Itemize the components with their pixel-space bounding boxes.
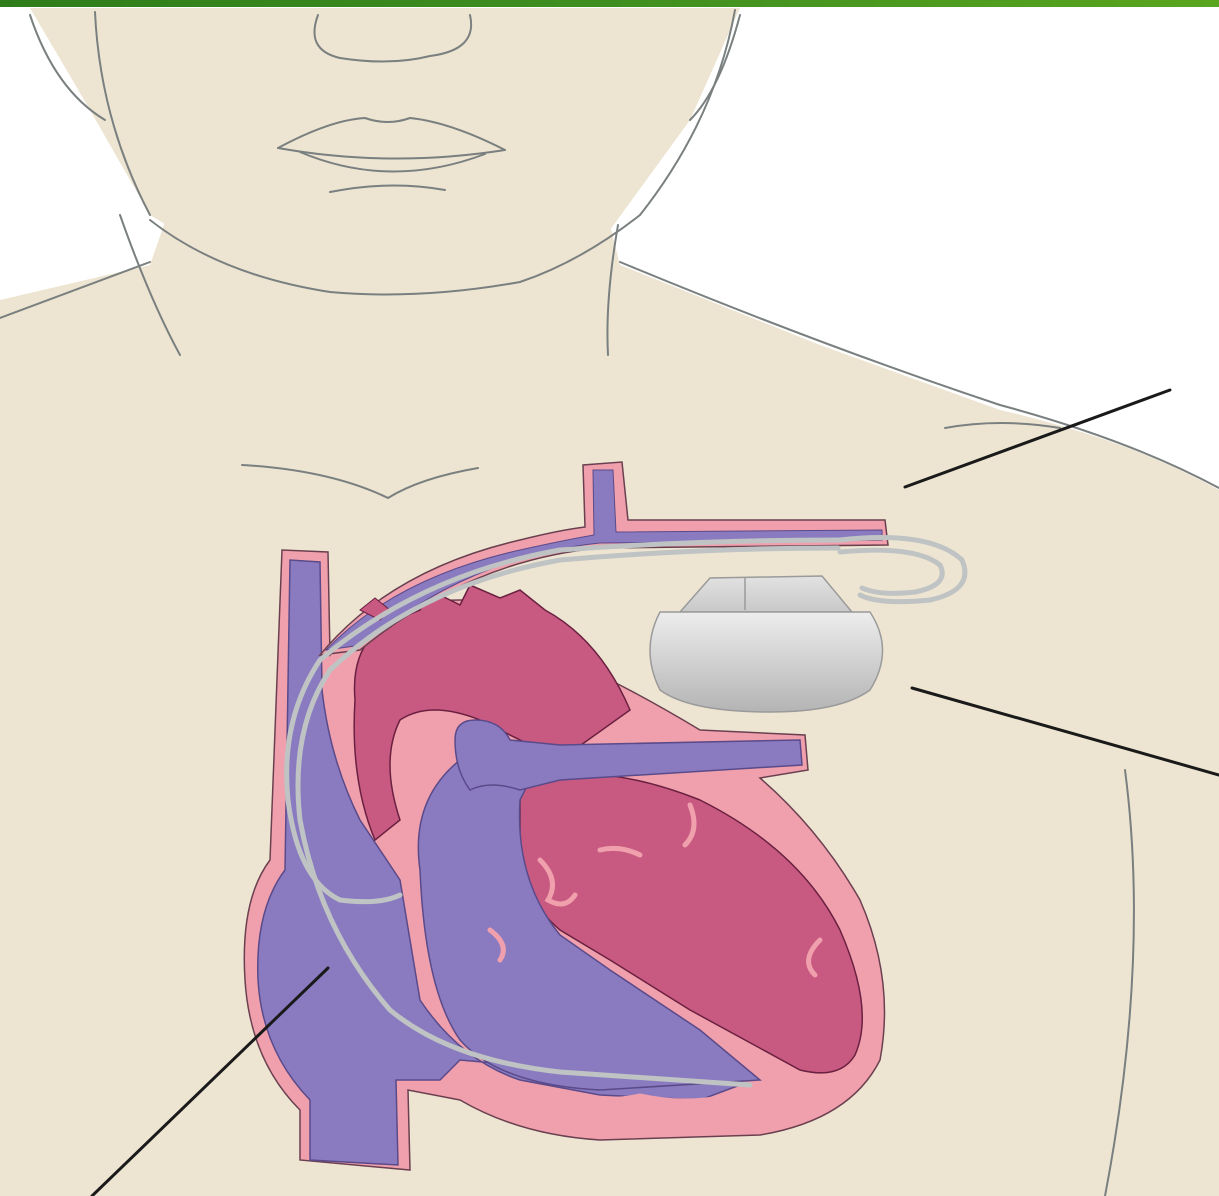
head-skin (30, 8, 740, 298)
device-body (650, 612, 883, 712)
